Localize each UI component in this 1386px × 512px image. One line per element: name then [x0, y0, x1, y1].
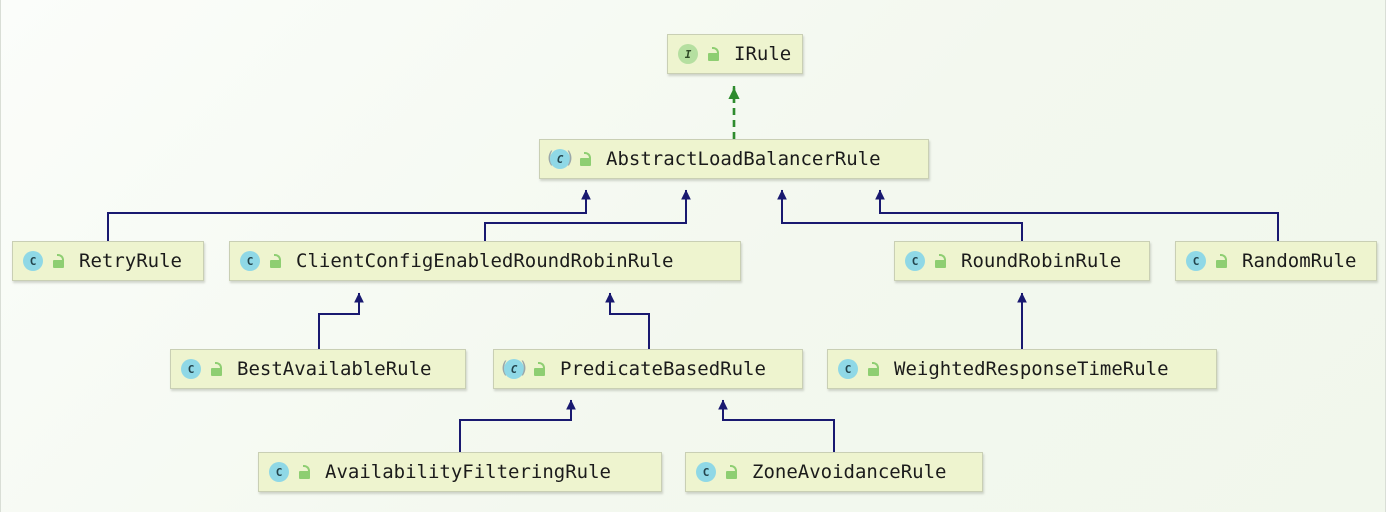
node-client-config-enabled-round-robin-rule[interactable]: C ClientConfigEnabledRoundRobinRule: [229, 241, 741, 281]
unlocked-padlock-icon: [867, 362, 880, 376]
unlocked-padlock-icon: [707, 47, 720, 61]
class-icon: C: [696, 462, 716, 482]
node-label: AvailabilityFilteringRule: [325, 461, 611, 483]
node-icons: C: [23, 251, 65, 271]
node-random-rule[interactable]: C RandomRule: [1175, 241, 1377, 281]
edge-zoneavoid-extends-predicate: [718, 399, 835, 452]
node-availability-filtering-rule[interactable]: C AvailabilityFilteringRule: [258, 452, 662, 492]
node-icons: C: [550, 149, 592, 169]
edge-availfilter-extends-predicate: [459, 399, 576, 452]
unlocked-padlock-icon: [1215, 254, 1228, 268]
node-label: PredicateBasedRule: [560, 358, 766, 380]
unlocked-padlock-icon: [725, 465, 738, 479]
class-icon: C: [181, 359, 201, 379]
class-icon: C: [905, 251, 925, 271]
abstract-class-icon: C: [504, 359, 524, 379]
edge-random-extends-albr: [875, 189, 1279, 241]
class-glyph: C: [504, 359, 524, 379]
class-icon: C: [269, 462, 289, 482]
class-icon: C: [240, 251, 260, 271]
node-icons: I: [678, 44, 720, 64]
node-icons: C: [696, 462, 738, 482]
interface-icon: I: [678, 44, 698, 64]
class-icon: C: [838, 359, 858, 379]
class-icon: C: [23, 251, 43, 271]
node-best-available-rule[interactable]: C BestAvailableRule: [170, 349, 466, 389]
unlocked-padlock-icon: [269, 254, 282, 268]
edge-roundrobin-extends-albr: [777, 189, 1023, 241]
class-glyph: C: [550, 149, 570, 169]
node-icons: C: [504, 359, 546, 379]
node-icons: C: [905, 251, 947, 271]
node-label: ZoneAvoidanceRule: [752, 461, 947, 483]
node-icons: C: [240, 251, 282, 271]
node-icons: C: [1186, 251, 1228, 271]
unlocked-padlock-icon: [210, 362, 223, 376]
edge-retry-extends-albr: [107, 189, 591, 241]
unlocked-padlock-icon: [533, 362, 546, 376]
node-label: RandomRule: [1242, 250, 1357, 272]
node-round-robin-rule[interactable]: C RoundRobinRule: [894, 241, 1150, 281]
node-zone-avoidance-rule[interactable]: C ZoneAvoidanceRule: [685, 452, 983, 492]
node-label: ClientConfigEnabledRoundRobinRule: [296, 250, 674, 272]
node-label: IRule: [734, 43, 792, 65]
node-abstract-load-balancer-rule[interactable]: C AbstractLoadBalancerRule: [539, 139, 929, 179]
unlocked-padlock-icon: [298, 465, 311, 479]
node-label: RoundRobinRule: [961, 250, 1122, 272]
unlocked-padlock-icon: [579, 152, 592, 166]
node-irule[interactable]: I IRule: [667, 34, 803, 74]
edge-predicate-extends-ccerrr: [605, 292, 650, 349]
class-icon: C: [1186, 251, 1206, 271]
node-icons: C: [181, 359, 223, 379]
node-weighted-response-time-rule[interactable]: C WeightedResponseTimeRule: [827, 349, 1217, 389]
unlocked-padlock-icon: [52, 254, 65, 268]
node-label: BestAvailableRule: [237, 358, 432, 380]
node-label: WeightedResponseTimeRule: [894, 358, 1169, 380]
node-icons: C: [269, 462, 311, 482]
edge-ccerrr-extends-albr: [484, 189, 691, 241]
node-retry-rule[interactable]: C RetryRule: [12, 241, 204, 281]
abstract-class-icon: C: [550, 149, 570, 169]
edge-bestavail-extends-ccerrr: [318, 292, 364, 349]
unlocked-padlock-icon: [934, 254, 947, 268]
node-icons: C: [838, 359, 880, 379]
node-label: AbstractLoadBalancerRule: [606, 148, 881, 170]
node-predicate-based-rule[interactable]: C PredicateBasedRule: [493, 349, 803, 389]
node-label: RetryRule: [79, 250, 182, 272]
